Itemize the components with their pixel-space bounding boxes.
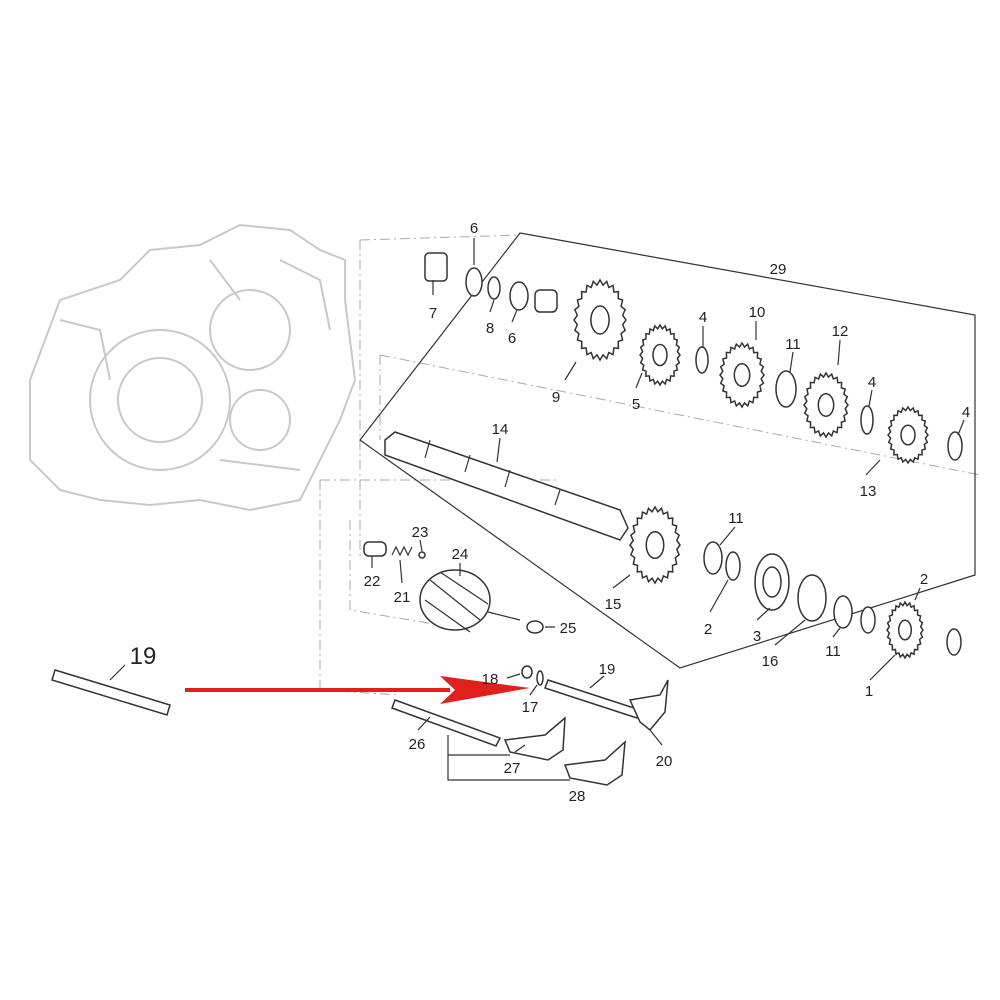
gear-12-hub xyxy=(817,393,835,417)
clip-17 xyxy=(536,670,544,686)
fork-28 xyxy=(563,740,626,786)
washer-6b xyxy=(509,281,529,311)
group-29-box xyxy=(359,232,976,669)
ball-23 xyxy=(418,551,426,559)
label-2: 2 xyxy=(920,571,928,588)
seal-16 xyxy=(797,574,827,622)
fork-shaft-19 xyxy=(544,679,641,719)
label-10: 10 xyxy=(749,304,766,321)
gear-5-hub xyxy=(652,343,668,367)
drum-grooves xyxy=(424,571,489,633)
needle-bearing-7 xyxy=(424,252,448,282)
leader-group-28 xyxy=(447,735,570,781)
bearing-3-inner xyxy=(762,566,782,598)
label-7: 7 xyxy=(429,305,437,322)
label-25: 25 xyxy=(560,620,577,637)
label-6: 6 xyxy=(470,220,478,237)
label-6b: 6 xyxy=(508,330,516,347)
label-13: 13 xyxy=(860,483,877,500)
leader-lines xyxy=(109,238,965,753)
label-21: 21 xyxy=(394,589,411,606)
label-5: 5 xyxy=(632,396,640,413)
label-19-enlarged: 19 xyxy=(130,643,157,670)
circlip-2c xyxy=(946,628,962,656)
drum-shaft xyxy=(487,611,521,621)
circlip-2b xyxy=(860,606,876,634)
spring-21 xyxy=(391,545,413,557)
washer-11a xyxy=(775,370,797,408)
engine-case xyxy=(29,223,357,512)
gear-13-hub xyxy=(900,424,916,446)
washer-11c xyxy=(833,595,853,629)
label-16: 16 xyxy=(762,653,779,670)
gear-15-hub xyxy=(645,530,665,560)
washer-25 xyxy=(526,620,544,634)
part-labels: 6 7 8 6 29 4 10 11 12 9 5 4 4 13 14 11 2… xyxy=(130,220,971,805)
label-2b: 2 xyxy=(704,621,712,638)
label-28: 28 xyxy=(569,788,586,805)
label-14: 14 xyxy=(492,421,509,438)
guide-lines xyxy=(319,234,981,696)
label-11: 11 xyxy=(785,336,801,353)
gear-10-hub xyxy=(733,363,751,387)
label-3: 3 xyxy=(753,628,761,645)
washer-18 xyxy=(521,665,533,679)
circlip-4a xyxy=(695,346,709,374)
washer-11b xyxy=(703,541,723,575)
fork-27 xyxy=(503,716,566,761)
label-26: 26 xyxy=(409,736,426,753)
label-24: 24 xyxy=(452,546,469,563)
gears xyxy=(573,278,929,660)
bushing xyxy=(534,289,558,313)
circlip-4b xyxy=(860,405,874,435)
label-4c: 4 xyxy=(962,404,970,421)
fork-shaft-19-enlarged xyxy=(51,669,171,716)
label-4b: 4 xyxy=(868,374,876,391)
small-parts xyxy=(51,252,963,786)
label-1: 1 xyxy=(865,683,873,700)
label-27: 27 xyxy=(504,760,521,777)
label-29: 29 xyxy=(770,261,787,278)
main-shaft-14 xyxy=(384,431,629,541)
washer-6a xyxy=(465,267,483,297)
pin-22 xyxy=(363,541,387,557)
label-15: 15 xyxy=(605,596,622,613)
label-12: 12 xyxy=(832,323,849,340)
circlip-8 xyxy=(487,276,501,300)
circlip-2a xyxy=(725,551,741,581)
label-20: 20 xyxy=(656,753,673,770)
label-19: 19 xyxy=(599,661,616,678)
label-17: 17 xyxy=(522,699,539,716)
label-22: 22 xyxy=(364,573,381,590)
sprocket-1-hub xyxy=(897,619,913,641)
label-4: 4 xyxy=(699,309,707,326)
label-11b: 11 xyxy=(728,510,744,527)
fork-20 xyxy=(628,679,669,732)
label-18: 18 xyxy=(482,671,499,688)
circlip-4c xyxy=(947,431,963,461)
label-8: 8 xyxy=(486,320,494,337)
label-11c: 11 xyxy=(825,643,841,660)
label-9: 9 xyxy=(552,389,560,406)
fork-shaft-26 xyxy=(391,699,502,747)
gear-9-hub xyxy=(590,305,610,335)
highlight-arrow xyxy=(185,676,530,704)
label-23: 23 xyxy=(412,524,429,541)
